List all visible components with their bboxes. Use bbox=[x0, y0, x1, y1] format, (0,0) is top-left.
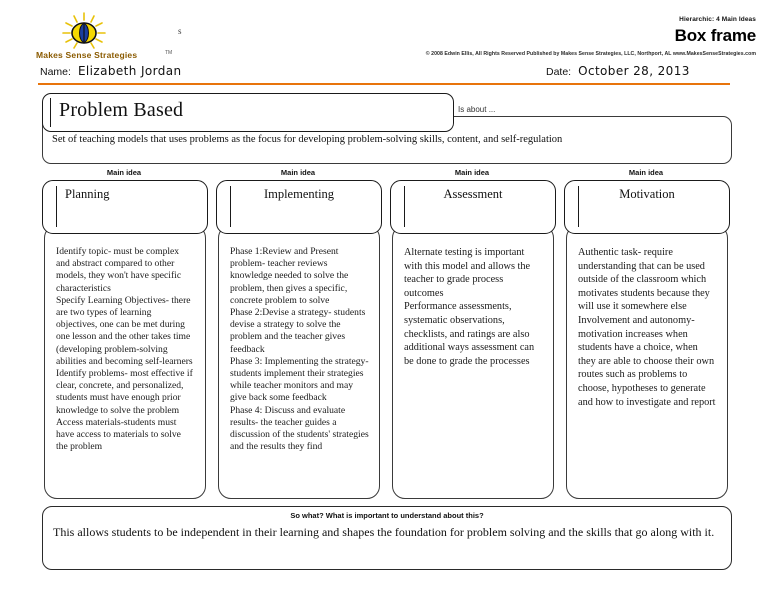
main-idea-label: Main idea bbox=[454, 168, 490, 177]
topic-title-text: Problem Based bbox=[59, 99, 184, 121]
date-label: Date: bbox=[546, 66, 572, 78]
main-idea-heading-box[interactable]: Implementing bbox=[216, 180, 382, 234]
main-idea-heading-text: Planning bbox=[65, 187, 110, 201]
header-divider bbox=[38, 83, 730, 85]
heading-accent-rule bbox=[230, 186, 231, 227]
main-idea-details-box[interactable]: Identify topic- must be complex and abst… bbox=[44, 225, 206, 499]
main-idea-label: Main idea bbox=[106, 168, 142, 177]
main-idea-details-text: Phase 1:Review and Present problem- teac… bbox=[230, 246, 369, 453]
main-idea-heading-box[interactable]: Assessment bbox=[390, 180, 556, 234]
main-idea-heading-box[interactable]: Planning bbox=[42, 180, 208, 234]
main-idea-heading-text: Implementing bbox=[263, 187, 335, 201]
main-idea-details-box[interactable]: Authentic task- require understanding th… bbox=[566, 225, 728, 499]
title-accent-rule bbox=[50, 98, 51, 127]
name-field-row: Name: Elizabeth Jordan bbox=[40, 64, 182, 78]
brand-name: Makes Sense Strategies bbox=[36, 50, 138, 60]
date-value[interactable]: October 28, 2013 bbox=[578, 64, 690, 78]
main-idea-details-box[interactable]: Alternate testing is important with this… bbox=[392, 225, 554, 499]
main-idea-column-motivation: Main idea Authentic task- require unders… bbox=[564, 168, 730, 500]
name-value[interactable]: Elizabeth Jordan bbox=[77, 64, 182, 78]
is-about-label: Is about ... bbox=[455, 105, 499, 114]
main-idea-details-text: Identify topic- must be complex and abst… bbox=[56, 246, 193, 453]
main-idea-column-assessment: Main idea Alternate testing is important… bbox=[390, 168, 556, 500]
sun-eye-logo-icon bbox=[62, 12, 106, 49]
brand-logo: Makes Sense Strategies TM bbox=[36, 12, 172, 64]
main-idea-column-implementing: Main idea Phase 1:Review and Present pro… bbox=[216, 168, 382, 500]
main-idea-heading-text: Motivation bbox=[619, 187, 675, 201]
heading-accent-rule bbox=[404, 186, 405, 227]
sheet-title: Box frame bbox=[674, 26, 757, 45]
superscript-s: s bbox=[178, 26, 182, 36]
topic-description-text: Set of teaching models that uses problem… bbox=[52, 134, 563, 145]
so-what-text: This allows students to be independent i… bbox=[53, 525, 715, 539]
heading-accent-rule bbox=[56, 186, 57, 227]
brand-trademark: TM bbox=[165, 50, 173, 56]
main-idea-label: Main idea bbox=[280, 168, 316, 177]
main-ideas-row: Main idea Identify topic- must be comple… bbox=[42, 168, 730, 500]
main-idea-heading-text: Assessment bbox=[443, 187, 503, 201]
so-what-box[interactable]: So what? What is important to understand… bbox=[42, 506, 732, 570]
main-idea-details-text: Authentic task- require understanding th… bbox=[578, 247, 716, 408]
main-idea-column-planning: Main idea Identify topic- must be comple… bbox=[42, 168, 208, 500]
heading-accent-rule bbox=[578, 186, 579, 227]
topic-title-box[interactable]: Problem Based bbox=[42, 93, 454, 132]
date-field-row: Date: October 28, 2013 bbox=[546, 64, 690, 78]
main-idea-details-box[interactable]: Phase 1:Review and Present problem- teac… bbox=[218, 225, 380, 499]
page-header: Makes Sense Strategies TM s Hierarchic: … bbox=[0, 0, 768, 85]
main-idea-label: Main idea bbox=[628, 168, 664, 177]
so-what-label: So what? What is important to understand… bbox=[290, 511, 484, 520]
main-idea-heading-box[interactable]: Motivation bbox=[564, 180, 730, 234]
hierarchic-label: Hierarchic: 4 Main Ideas bbox=[679, 16, 756, 23]
main-idea-details-text: Alternate testing is important with this… bbox=[404, 247, 535, 367]
name-label: Name: bbox=[40, 66, 71, 78]
copyright-notice: © 2008 Edwin Ellis, All Rights Reserved … bbox=[425, 51, 756, 57]
